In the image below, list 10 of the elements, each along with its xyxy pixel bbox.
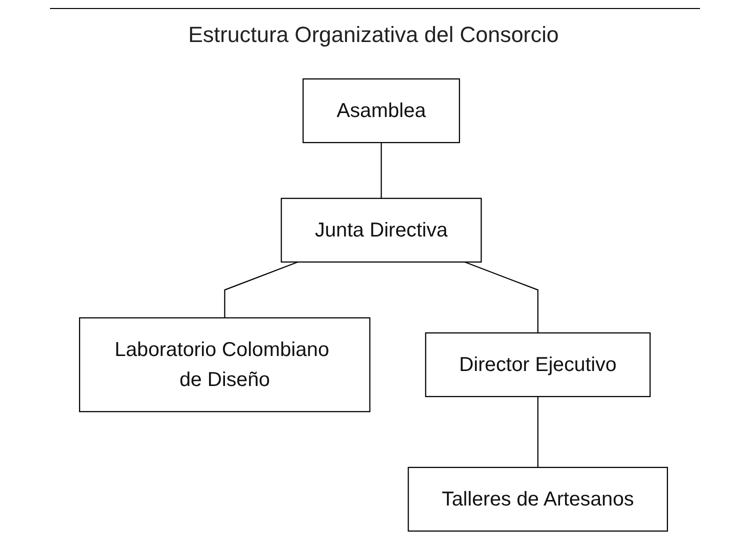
node-box: Talleres de Artesanos [408, 466, 668, 532]
node-box: Laboratorio Colombiano de Diseño [79, 317, 370, 412]
node-box: Asamblea [302, 78, 460, 144]
connector [224, 262, 298, 318]
node-box: Director Ejecutivo [425, 332, 651, 398]
connector [464, 262, 538, 333]
node-box: Junta Directiva [280, 198, 482, 263]
connector [537, 396, 538, 468]
connector [380, 142, 382, 198]
diagram-title: Estructura Organizativa del Consorcio [187, 22, 560, 48]
